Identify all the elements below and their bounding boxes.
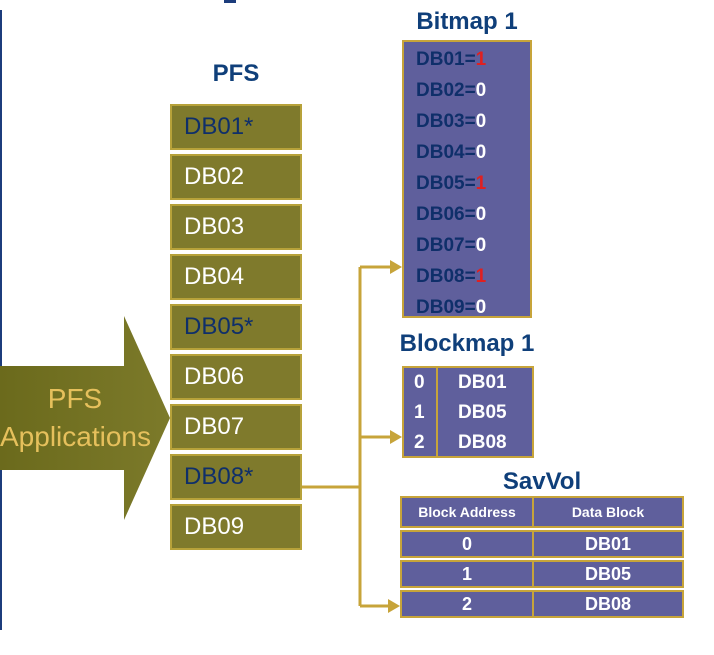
pfs-block: DB02 <box>170 154 302 200</box>
bitmap-row-value: 0 <box>475 79 487 101</box>
bitmap-row-label: DB03= <box>416 110 476 132</box>
bitmap-row-value: 1 <box>475 172 487 194</box>
blockmap-row: 1 DB05 <box>404 398 532 428</box>
bitmap-row-label: DB04= <box>416 141 476 163</box>
bitmap-row-label: DB05= <box>416 172 476 194</box>
bitmap-row-label: DB07= <box>416 234 476 256</box>
bitmap-row: DB02=0 <box>416 75 530 106</box>
bitmap-row-label: DB02= <box>416 79 476 101</box>
blockmap-row: 2 DB08 <box>404 428 532 458</box>
bitmap-row-label: DB09= <box>416 296 476 318</box>
bitmap-row: DB03=0 <box>416 106 530 137</box>
pfs-block: DB03 <box>170 204 302 250</box>
bitmap-row: DB09=0 <box>416 292 530 323</box>
bitmap-row: DB07=0 <box>416 230 530 261</box>
bitmap-row-value: 0 <box>475 234 487 256</box>
pfs-applications-arrow <box>0 316 170 520</box>
savvol-row: 0 DB01 <box>400 530 684 558</box>
savvol-table: Block Address Data Block 0 DB01 1 DB05 2 DB08 <box>400 496 684 620</box>
pfs-block: DB06 <box>170 354 302 400</box>
savvol-header-row: Block Address Data Block <box>400 496 684 528</box>
arrowhead-blockmap <box>390 430 402 444</box>
bitmap-row-value: 0 <box>475 110 487 132</box>
bitmap-row-label: DB06= <box>416 203 476 225</box>
bitmap-row: DB01=1 <box>416 44 530 75</box>
blockmap-divider <box>436 368 438 456</box>
blockmap-block: DB05 <box>458 402 507 423</box>
pfs-block: DB05* <box>170 304 302 350</box>
blockmap-index: 0 <box>414 372 425 393</box>
bitmap-row-value: 0 <box>475 296 487 318</box>
pfs-block: DB01* <box>170 104 302 150</box>
pfs-block: DB08* <box>170 454 302 500</box>
bitmap-row: DB05=1 <box>416 168 530 199</box>
savvol-title: SavVol <box>502 468 582 495</box>
bitmap-row: DB04=0 <box>416 137 530 168</box>
savvol-address-cell: 0 <box>402 532 534 556</box>
savvol-row: 2 DB08 <box>400 590 684 618</box>
bitmap-row-value: 1 <box>475 265 487 287</box>
savvol-block-cell: DB01 <box>584 533 632 554</box>
bitmap-row-value: 0 <box>475 203 487 225</box>
savvol-address-cell: 2 <box>402 592 534 616</box>
blockmap-row: 0 DB01 <box>404 368 532 398</box>
savvol-header-address: Block Address <box>402 498 534 526</box>
left-edge-line <box>0 10 2 630</box>
bitmap-row: DB06=0 <box>416 199 530 230</box>
arrowhead-savvol <box>388 599 400 613</box>
pfs-block: DB07 <box>170 404 302 450</box>
blockmap-index: 2 <box>414 432 425 453</box>
bitmap-row-value: 0 <box>475 141 487 163</box>
bitmap-row-value: 1 <box>475 48 487 70</box>
savvol-row: 1 DB05 <box>400 560 684 588</box>
pfs-applications-line2: Applications <box>0 421 151 452</box>
bitmap-row: DB08=1 <box>416 261 530 292</box>
top-stroke-fragment <box>224 0 236 3</box>
blockmap-table: 0 DB01 1 DB05 2 DB08 <box>402 366 534 458</box>
pfs-applications-line1: PFS <box>47 383 103 414</box>
pfs-applications-label: PFS Applications <box>0 380 151 456</box>
savvol-header-block: Data Block <box>571 504 645 520</box>
savvol-address-cell: 1 <box>402 562 534 586</box>
bitmap-row-label: DB08= <box>416 265 476 287</box>
savvol-block-cell: DB05 <box>584 563 632 584</box>
bitmap-title: Bitmap 1 <box>416 8 518 35</box>
pfs-title: PFS <box>212 60 260 87</box>
blockmap-block: DB08 <box>458 432 507 453</box>
blockmap-index: 1 <box>414 402 425 423</box>
pfs-block: DB04 <box>170 254 302 300</box>
arrowhead-bitmap <box>390 260 402 274</box>
blockmap-title: Blockmap 1 <box>399 330 535 357</box>
pfs-block: DB09 <box>170 504 302 550</box>
blockmap-block: DB01 <box>458 372 507 393</box>
savvol-block-cell: DB08 <box>584 593 632 614</box>
bitmap-row-label: DB01= <box>416 48 476 70</box>
